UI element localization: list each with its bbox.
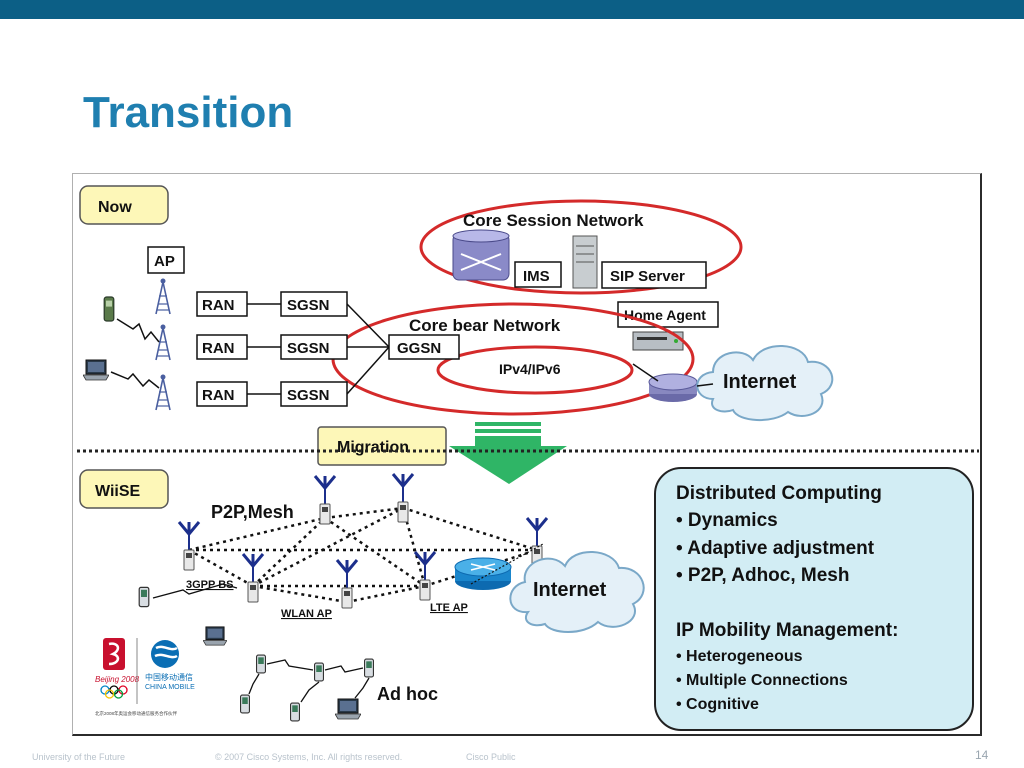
- china-mobile-text: 中国移动通信: [145, 672, 193, 682]
- china-mobile-en: CHINA MOBILE: [145, 684, 195, 691]
- ipv-ellipse: [436, 345, 634, 395]
- info-item: • Cognitive: [676, 696, 759, 713]
- base-station-icon: [241, 552, 265, 604]
- ggsn-label: GGSN: [397, 340, 441, 357]
- bs-3gpp-label: 3GPP BS: [186, 579, 234, 591]
- base-station-icon: [391, 472, 415, 524]
- info-item: • Multiple Connections: [676, 672, 848, 689]
- page-number: 14: [975, 748, 989, 762]
- info-item: • P2P, Adhoc, Mesh: [676, 565, 849, 586]
- wiise-label-box: [79, 469, 169, 509]
- beijing-text: Beijing 2008: [95, 675, 140, 684]
- migration-box: [317, 426, 447, 466]
- ims-box: [514, 261, 562, 288]
- now-label-box: Now: [79, 185, 169, 225]
- info-item: • Heterogeneous: [676, 648, 803, 665]
- internet-cloud-top: Internet: [696, 345, 834, 422]
- footer-left: University of the Future: [32, 752, 126, 762]
- pda-icon: [313, 662, 325, 682]
- lte-ap-label: LTE AP: [430, 602, 468, 614]
- internet-label: Internet: [723, 371, 797, 393]
- ran-label: RAN: [202, 340, 235, 357]
- ap-tower-icon-1: [155, 277, 171, 315]
- transition-diagram: Now Core Session Network IMS SIP Server …: [77, 185, 979, 731]
- router-icon: [648, 373, 698, 402]
- ran-label: RAN: [202, 297, 235, 314]
- core-bear-label: Core bear Network: [409, 316, 561, 335]
- china-mobile-logo: 中国移动通信 CHINA MOBILE: [145, 640, 195, 691]
- laptop-icon: [203, 626, 227, 646]
- sip-server-box: [601, 261, 707, 289]
- adhoc-links: [248, 659, 370, 703]
- pda-icon: [239, 694, 251, 714]
- ran-sgsn-row-3: RAN SGSN: [196, 381, 348, 407]
- migration-label: Migration: [337, 439, 409, 456]
- pda-icon: [138, 586, 150, 608]
- beijing-2008-logo: Beijing 2008: [95, 638, 140, 699]
- wireless-link: [152, 583, 238, 599]
- mobile-phone-icon: [103, 296, 115, 322]
- sgsn-label: SGSN: [287, 297, 330, 314]
- transition-diagram-figure: Now Core Session Network IMS SIP Server …: [72, 173, 982, 736]
- router-icon-2: [454, 557, 512, 590]
- info-heading-2: IP Mobility Management:: [676, 620, 898, 641]
- laptop-icon: [83, 359, 109, 381]
- core-session-label: Core Session Network: [463, 211, 644, 230]
- internet-cloud-bottom: Internet: [509, 551, 645, 633]
- ran-sgsn-row-1: RAN SGSN: [196, 291, 348, 317]
- pda-icon: [363, 658, 375, 678]
- info-item: • Dynamics: [676, 510, 778, 531]
- ap-tower-icon-3: [155, 373, 171, 411]
- info-heading-1: Distributed Computing: [676, 483, 882, 504]
- mesh-links: [188, 506, 538, 604]
- wireless-link: [110, 371, 160, 389]
- ap-box: [147, 246, 185, 274]
- internet2-label: Internet: [533, 579, 607, 601]
- pda-icon: [289, 702, 301, 722]
- home-agent-device-icon: [632, 331, 684, 351]
- ims-label: IMS: [523, 268, 550, 285]
- sip-server-label: SIP Server: [610, 268, 685, 285]
- core-session-ellipse: [419, 199, 743, 295]
- sip-server-icon: [572, 235, 598, 289]
- home-agent-label: Home Agent: [624, 307, 706, 323]
- ran-sgsn-row-2: RAN SGSN: [196, 334, 348, 360]
- ggsn-box: [388, 334, 460, 360]
- ap-tower-icon-2: [155, 323, 171, 361]
- sgsn-label: SGSN: [287, 340, 330, 357]
- now-label: Now: [98, 199, 132, 216]
- laptop-icon: [335, 698, 361, 720]
- wlan-ap-label: WLAN AP: [281, 608, 332, 620]
- wireless-link: [116, 318, 160, 343]
- adhoc-label: Ad hoc: [377, 684, 438, 704]
- p2p-mesh-label: P2P,Mesh: [211, 502, 294, 522]
- ran-label: RAN: [202, 387, 235, 404]
- wiise-label: WiiSE: [95, 483, 141, 500]
- footer-copyright: © 2007 Cisco Systems, Inc. All rights re…: [215, 752, 403, 762]
- header-bar: [0, 0, 1024, 19]
- slide-title: Transition: [83, 88, 294, 137]
- ap-label: AP: [154, 253, 175, 270]
- info-item: • Adaptive adjustment: [676, 538, 875, 559]
- info-box: Distributed Computing • Dynamics • Adapt…: [654, 467, 974, 731]
- base-station-icon: [413, 550, 437, 602]
- pda-icon: [255, 654, 267, 674]
- migration-arrow-icon: [449, 422, 567, 484]
- sgsn-label: SGSN: [287, 387, 330, 404]
- ims-server-icon: [452, 229, 510, 281]
- ipv-label: IPv4/IPv6: [499, 361, 561, 377]
- base-station-icon: [177, 520, 201, 572]
- sponsor-text: 北京2008年奥运会移动通信服务合作伙伴: [95, 710, 178, 717]
- footer-classification: Cisco Public: [466, 752, 516, 762]
